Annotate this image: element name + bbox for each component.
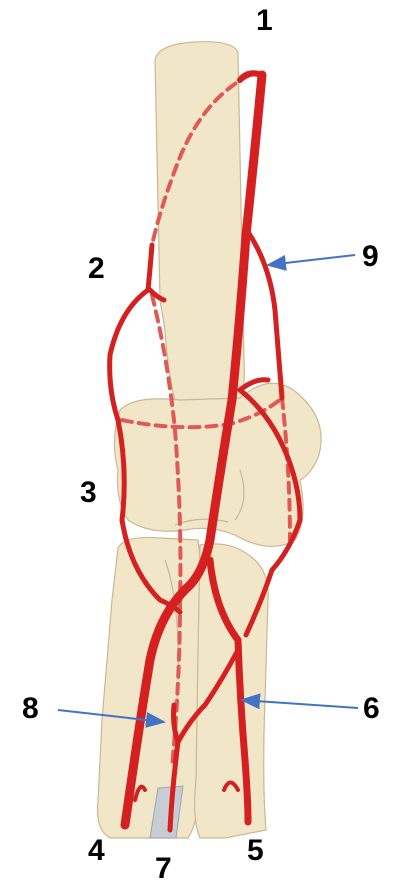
lower-bone-right — [195, 544, 269, 838]
label-1: 1 — [256, 4, 273, 37]
label-5: 5 — [247, 834, 264, 867]
upper-bone — [155, 42, 244, 420]
label-6: 6 — [363, 692, 380, 725]
label-8: 8 — [22, 692, 39, 725]
label-4: 4 — [88, 834, 105, 867]
label-3: 3 — [80, 476, 97, 509]
pointer-arrow-9 — [268, 255, 355, 265]
label-2: 2 — [88, 252, 105, 285]
label-7: 7 — [155, 852, 172, 881]
artery-branch-9 — [248, 232, 282, 398]
label-9: 9 — [362, 240, 379, 273]
